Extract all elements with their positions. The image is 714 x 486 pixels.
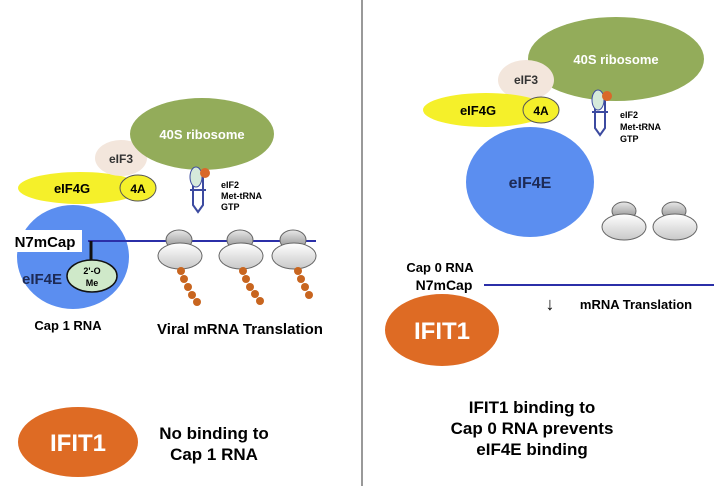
right-trna-icon (591, 89, 612, 137)
left-cap1-label: Cap 1 RNA (34, 318, 102, 333)
left-40s-ribosome-label: 40S ribosome (159, 127, 244, 142)
left-ome-line2: Me (86, 278, 99, 288)
right-40s-ribosome-shape (528, 17, 704, 101)
left-ome-line1: 2'-O (83, 266, 100, 276)
left-eif4e-label: eIF4E (22, 271, 62, 288)
left-panel: N7mCap eIF4E 2'-O Me eIF4G 4A eIF3 40S r… (8, 98, 323, 477)
right-ribosome-1 (601, 201, 647, 241)
left-ifit1-shape (18, 407, 138, 477)
left-trna-icon (189, 166, 210, 214)
left-eif3-label: eIF3 (109, 152, 133, 166)
right-4a-label: 4A (533, 104, 549, 118)
left-n7mcap-box (8, 230, 82, 252)
left-ribosome-2 (218, 229, 264, 270)
right-eif2-line2: Met-tRNA (620, 122, 661, 132)
right-eif4g-shape (423, 93, 549, 127)
left-peptide-1 (177, 267, 201, 306)
left-peptide-3 (294, 267, 313, 299)
right-ribosome-2 (652, 201, 698, 241)
right-ifit1-label: IFIT1 (414, 318, 470, 345)
left-no-binding-line2: Cap 1 RNA (170, 445, 258, 464)
left-eif4g-shape (18, 172, 142, 204)
left-ome-shape (66, 259, 118, 293)
right-caption-line3: eIF4E binding (476, 440, 587, 459)
right-caption-line2: Cap 0 RNA prevents (451, 419, 614, 438)
right-eif4g-label: eIF4G (460, 103, 496, 118)
right-translation-label: mRNA Translation (580, 297, 692, 312)
left-eif2-line3: GTP (221, 202, 240, 212)
right-down-arrow-icon: ↓ (546, 294, 555, 314)
right-eif3-shape (498, 60, 554, 100)
right-eif2-line3: GTP (620, 134, 639, 144)
right-caption-line1: IFIT1 binding to (469, 398, 596, 417)
left-40s-ribosome-shape (130, 98, 274, 170)
left-peptide-2 (239, 267, 264, 305)
right-n7mcap-label: N7mCap (416, 277, 473, 293)
left-ifit1-label: IFIT1 (50, 430, 106, 457)
right-eif2-line1: eIF2 (620, 110, 638, 120)
right-40s-ribosome-label: 40S ribosome (573, 52, 658, 67)
left-no-binding-line1: No binding to (159, 424, 269, 443)
left-ribosome-1 (157, 229, 203, 270)
right-eif4e-label: eIF4E (509, 175, 552, 192)
left-eif4g-label: eIF4G (54, 181, 90, 196)
right-eif3-label: eIF3 (514, 73, 538, 87)
left-4a-shape (119, 174, 157, 202)
left-eif2-line1: eIF2 (221, 180, 239, 190)
right-eif4e-shape (466, 127, 594, 237)
left-viral-translation-label: Viral mRNA Translation (157, 321, 323, 338)
left-eif4e-shape (17, 205, 129, 309)
left-ribosome-3 (271, 229, 317, 270)
left-4a-label: 4A (130, 182, 146, 196)
right-4a-shape (522, 96, 560, 124)
right-ifit1-shape (385, 294, 499, 366)
right-cap0-label: Cap 0 RNA (406, 260, 474, 275)
left-eif3-shape (95, 140, 147, 176)
right-panel: 40S ribosome eIF3 eIF4G 4A eIF2 Met-tRNA… (385, 17, 714, 459)
left-n7mcap-label: N7mCap (15, 234, 76, 251)
left-eif2-line2: Met-tRNA (221, 191, 262, 201)
